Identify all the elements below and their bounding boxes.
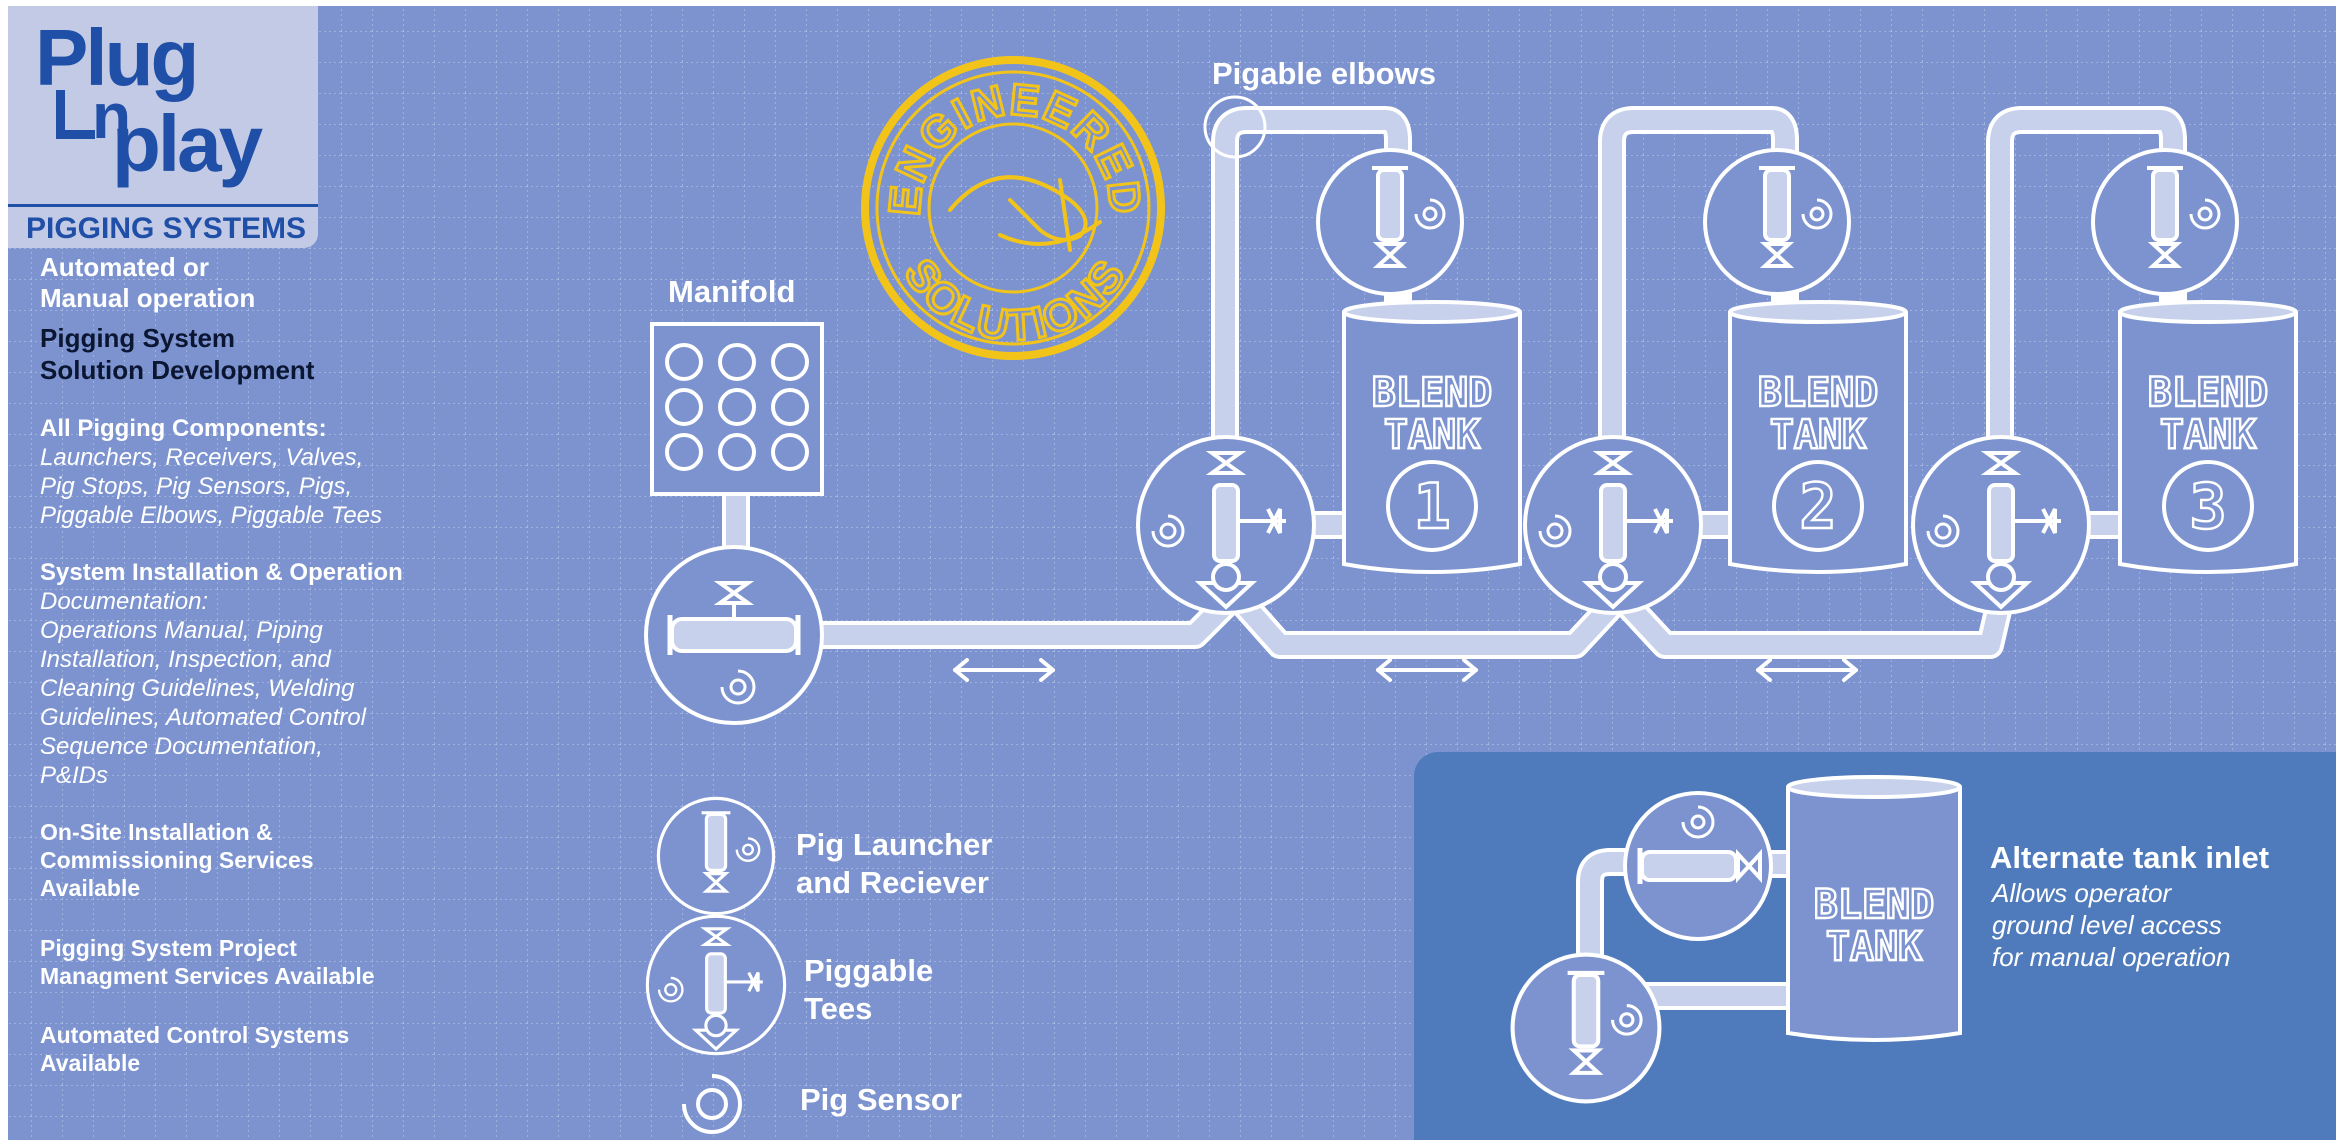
legend-sensor-icon — [680, 1072, 742, 1134]
feature-components-line: Piggable Elbows, Piggable Tees — [40, 502, 383, 529]
engineered-solutions-stamp: ENGINEERED SOLUTIONS — [861, 56, 1165, 360]
elbow-highlight-ring — [1203, 95, 1267, 159]
alternate-inlet-description: Allows operator ground level access for … — [1992, 877, 2230, 973]
feature-controls-line: Available — [40, 1050, 141, 1076]
feature-components: All Pigging Components: Launchers, Recei… — [40, 414, 382, 530]
legend-tees-label: Piggable Tees — [804, 952, 933, 1028]
flow-arrow-icon — [953, 658, 1055, 682]
feature-controls-line: Automated Control Systems — [40, 1022, 350, 1048]
feature-pm-line: Managment Services Available — [40, 963, 375, 989]
launcher-tank-1 — [1318, 150, 1462, 294]
alternate-inlet-title: Alternate tank inlet — [1990, 840, 2270, 875]
piggable-tee-tank-1 — [1138, 437, 1314, 613]
logo-word-plug: Plug — [35, 13, 199, 102]
feature-installation: On-Site Installation & Commissioning Ser… — [40, 818, 314, 902]
feature-components-title: All Pigging Components: — [40, 415, 327, 442]
feature-installation-line: Commissioning Services — [40, 847, 314, 873]
feature-documentation-line: Installation, Inspection, and — [40, 646, 331, 673]
tank2-label-line1: BLEND — [1758, 370, 1878, 416]
launcher-tank-3 — [2093, 150, 2237, 294]
tank2-label-line2: TANK — [1770, 412, 1866, 458]
feature-project-management: Pigging System Project Managment Service… — [40, 934, 375, 990]
logo-divider — [8, 204, 318, 207]
tank1-number: 1 — [1413, 470, 1450, 543]
inset-horizontal-launcher — [1623, 791, 1773, 941]
tank2-number: 2 — [1799, 470, 1836, 543]
inset-vertical-launcher — [1513, 955, 1660, 1102]
feature-documentation-line: Documentation: — [40, 588, 209, 615]
legend-tees-line2: Tees — [804, 991, 873, 1026]
feature-documentation-line: Operations Manual, Piping — [40, 617, 323, 644]
inset-blend-tank — [1786, 775, 1962, 1042]
feature-control-systems: Automated Control Systems Available — [40, 1021, 349, 1077]
feature-pm-line: Pigging System Project — [40, 935, 297, 961]
tank3-label-line1: BLEND — [2148, 370, 2268, 416]
tank1-label-line2: TANK — [1384, 412, 1480, 458]
alternate-inlet-desc-line: ground level access — [1992, 910, 2222, 940]
legend-sensor-label: Pig Sensor — [800, 1082, 962, 1117]
feature-documentation-title: System Installation & Operation — [40, 559, 403, 586]
manifold — [650, 322, 824, 496]
launcher-tank-2 — [1705, 150, 1849, 294]
feature-documentation: System Installation & Operation Document… — [40, 558, 403, 790]
feature-documentation-line: Guidelines, Automated Control — [40, 704, 366, 731]
tank3-label-line2: TANK — [2160, 412, 2256, 458]
feature-documentation-line: Cleaning Guidelines, Welding — [40, 675, 355, 702]
legend-tee-icon — [645, 914, 787, 1056]
logo-word-n: n — [92, 80, 131, 152]
tank1-label-line1: BLEND — [1372, 370, 1492, 416]
flow-arrow-icon — [1756, 658, 1858, 682]
feature-solution-development: Pigging System Solution Development — [40, 322, 314, 386]
legend-tees-line1: Piggable — [804, 953, 934, 988]
manifold-label: Manifold — [668, 274, 796, 309]
inset-tank-label-line1: BLEND — [1814, 882, 1934, 928]
feature-documentation-line: Sequence Documentation, — [40, 733, 323, 760]
feature-components-line: Pig Stops, Pig Sensors, Pigs, — [40, 473, 353, 500]
flow-arrow-icon — [1376, 658, 1478, 682]
logo-subtitle: PIGGING SYSTEMS — [26, 212, 307, 245]
feature-installation-line: Available — [40, 875, 141, 901]
legend-launcher-label: Pig Launcher and Reciever — [796, 826, 992, 902]
feature-installation-line: On-Site Installation & — [40, 819, 273, 845]
feature-solution-line2: Solution Development — [40, 355, 315, 385]
logo-connector — [56, 90, 95, 139]
feature-automated: Automated or Manual operation — [40, 252, 255, 314]
feature-automated-line1: Automated or — [40, 252, 209, 282]
piggable-tee-tank-2 — [1525, 437, 1701, 613]
alternate-inlet-desc-line: for manual operation — [1992, 942, 2231, 972]
inset-tank-label-line2: TANK — [1826, 924, 1922, 970]
logo-word-play: play — [112, 99, 263, 188]
alternate-inlet-desc-line: Allows operator — [1992, 878, 2172, 908]
manifold-launcher — [644, 545, 824, 725]
feature-solution-line1: Pigging System — [40, 323, 236, 353]
tank3-number: 3 — [2189, 470, 2226, 543]
pigable-elbows-label: Pigable elbows — [1212, 56, 1436, 91]
legend-launcher-line1: Pig Launcher — [796, 827, 993, 862]
feature-components-line: Launchers, Receivers, Valves, — [40, 444, 364, 471]
feature-documentation-line: P&IDs — [40, 762, 109, 789]
legend-launcher-icon — [658, 798, 773, 913]
feature-automated-line2: Manual operation — [40, 283, 256, 313]
legend-launcher-line2: and Reciever — [796, 865, 989, 900]
piggable-tee-tank-3 — [1913, 437, 2089, 613]
